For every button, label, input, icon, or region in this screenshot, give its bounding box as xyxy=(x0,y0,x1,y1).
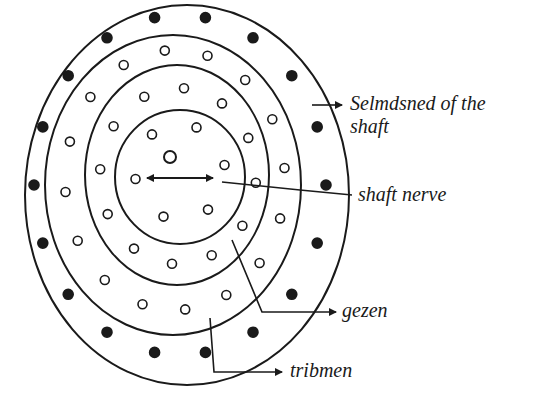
filled-dot xyxy=(248,33,258,43)
filled-dot xyxy=(63,289,73,299)
hollow-dot xyxy=(204,205,213,214)
hollow-dot xyxy=(168,259,177,268)
hollow-dot xyxy=(268,115,277,124)
filled-dot xyxy=(150,347,160,357)
hollow-dot xyxy=(207,251,216,260)
part-label: Selmdsned of the shaft xyxy=(350,92,500,138)
hollow-dot xyxy=(73,236,82,245)
leader-line xyxy=(312,104,342,106)
hollow-dot xyxy=(222,291,231,300)
hollow-dot xyxy=(160,46,169,55)
hollow-dot xyxy=(65,137,74,146)
leader-line xyxy=(222,182,352,195)
hollow-dot xyxy=(218,99,227,108)
hollow-dot xyxy=(180,84,189,93)
hollow-dot xyxy=(86,93,95,102)
hollow-dot xyxy=(109,122,118,131)
hollow-dot xyxy=(148,130,157,139)
filled-dot xyxy=(287,289,297,299)
filled-dot xyxy=(312,122,322,132)
second-ring xyxy=(45,35,301,335)
filled-dot xyxy=(63,71,73,81)
filled-dot xyxy=(287,71,297,81)
hollow-dot xyxy=(103,210,112,219)
filled-dot xyxy=(102,33,112,43)
filled-dot xyxy=(248,327,258,337)
hollow-dot xyxy=(61,188,70,197)
hollow-dot xyxy=(96,165,105,174)
inner-ring xyxy=(115,110,245,244)
third-ring xyxy=(85,65,269,285)
hollow-dot xyxy=(238,221,247,230)
hollow-dot xyxy=(220,161,229,170)
filled-dot xyxy=(150,13,160,23)
hollow-dot xyxy=(276,214,285,223)
part-label: shaft nerve xyxy=(358,183,468,206)
part-label: gezen xyxy=(342,299,462,322)
filled-dot xyxy=(321,180,331,190)
filled-dot xyxy=(102,327,112,337)
filled-dot xyxy=(38,238,48,248)
hollow-dot xyxy=(131,175,140,184)
hollow-dot xyxy=(241,76,250,85)
hollow-dot xyxy=(130,244,139,253)
hollow-dot xyxy=(192,123,201,132)
filled-dot xyxy=(38,122,48,132)
hollow-dot xyxy=(159,212,168,221)
center-dot xyxy=(164,151,176,163)
hollow-dot xyxy=(140,92,149,101)
hollow-dot xyxy=(138,300,147,309)
filled-dot xyxy=(312,238,322,248)
filled-dot xyxy=(200,347,210,357)
hollow-dot xyxy=(119,61,128,70)
hollow-dot xyxy=(244,133,253,142)
leader-line xyxy=(232,240,336,312)
hollow-dot xyxy=(280,164,289,173)
leader-line xyxy=(210,318,282,372)
hollow-dot xyxy=(181,305,190,314)
filled-dot xyxy=(29,180,39,190)
hollow-dot xyxy=(203,51,212,60)
diameter-arrow xyxy=(147,177,213,179)
filled-dot xyxy=(200,13,210,23)
hollow-dot xyxy=(100,276,109,285)
outer-ring xyxy=(25,5,349,385)
part-label: tribmen xyxy=(290,359,430,382)
hollow-dot xyxy=(255,259,264,268)
